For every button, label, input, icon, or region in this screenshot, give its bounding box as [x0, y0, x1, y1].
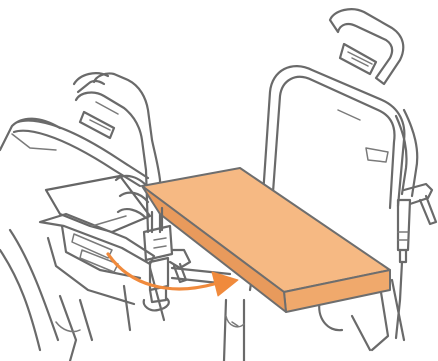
front-left-frame	[40, 176, 154, 304]
right-adjust-assembly	[396, 184, 436, 338]
rear-right-frame	[262, 66, 404, 210]
right-handle	[330, 9, 417, 196]
